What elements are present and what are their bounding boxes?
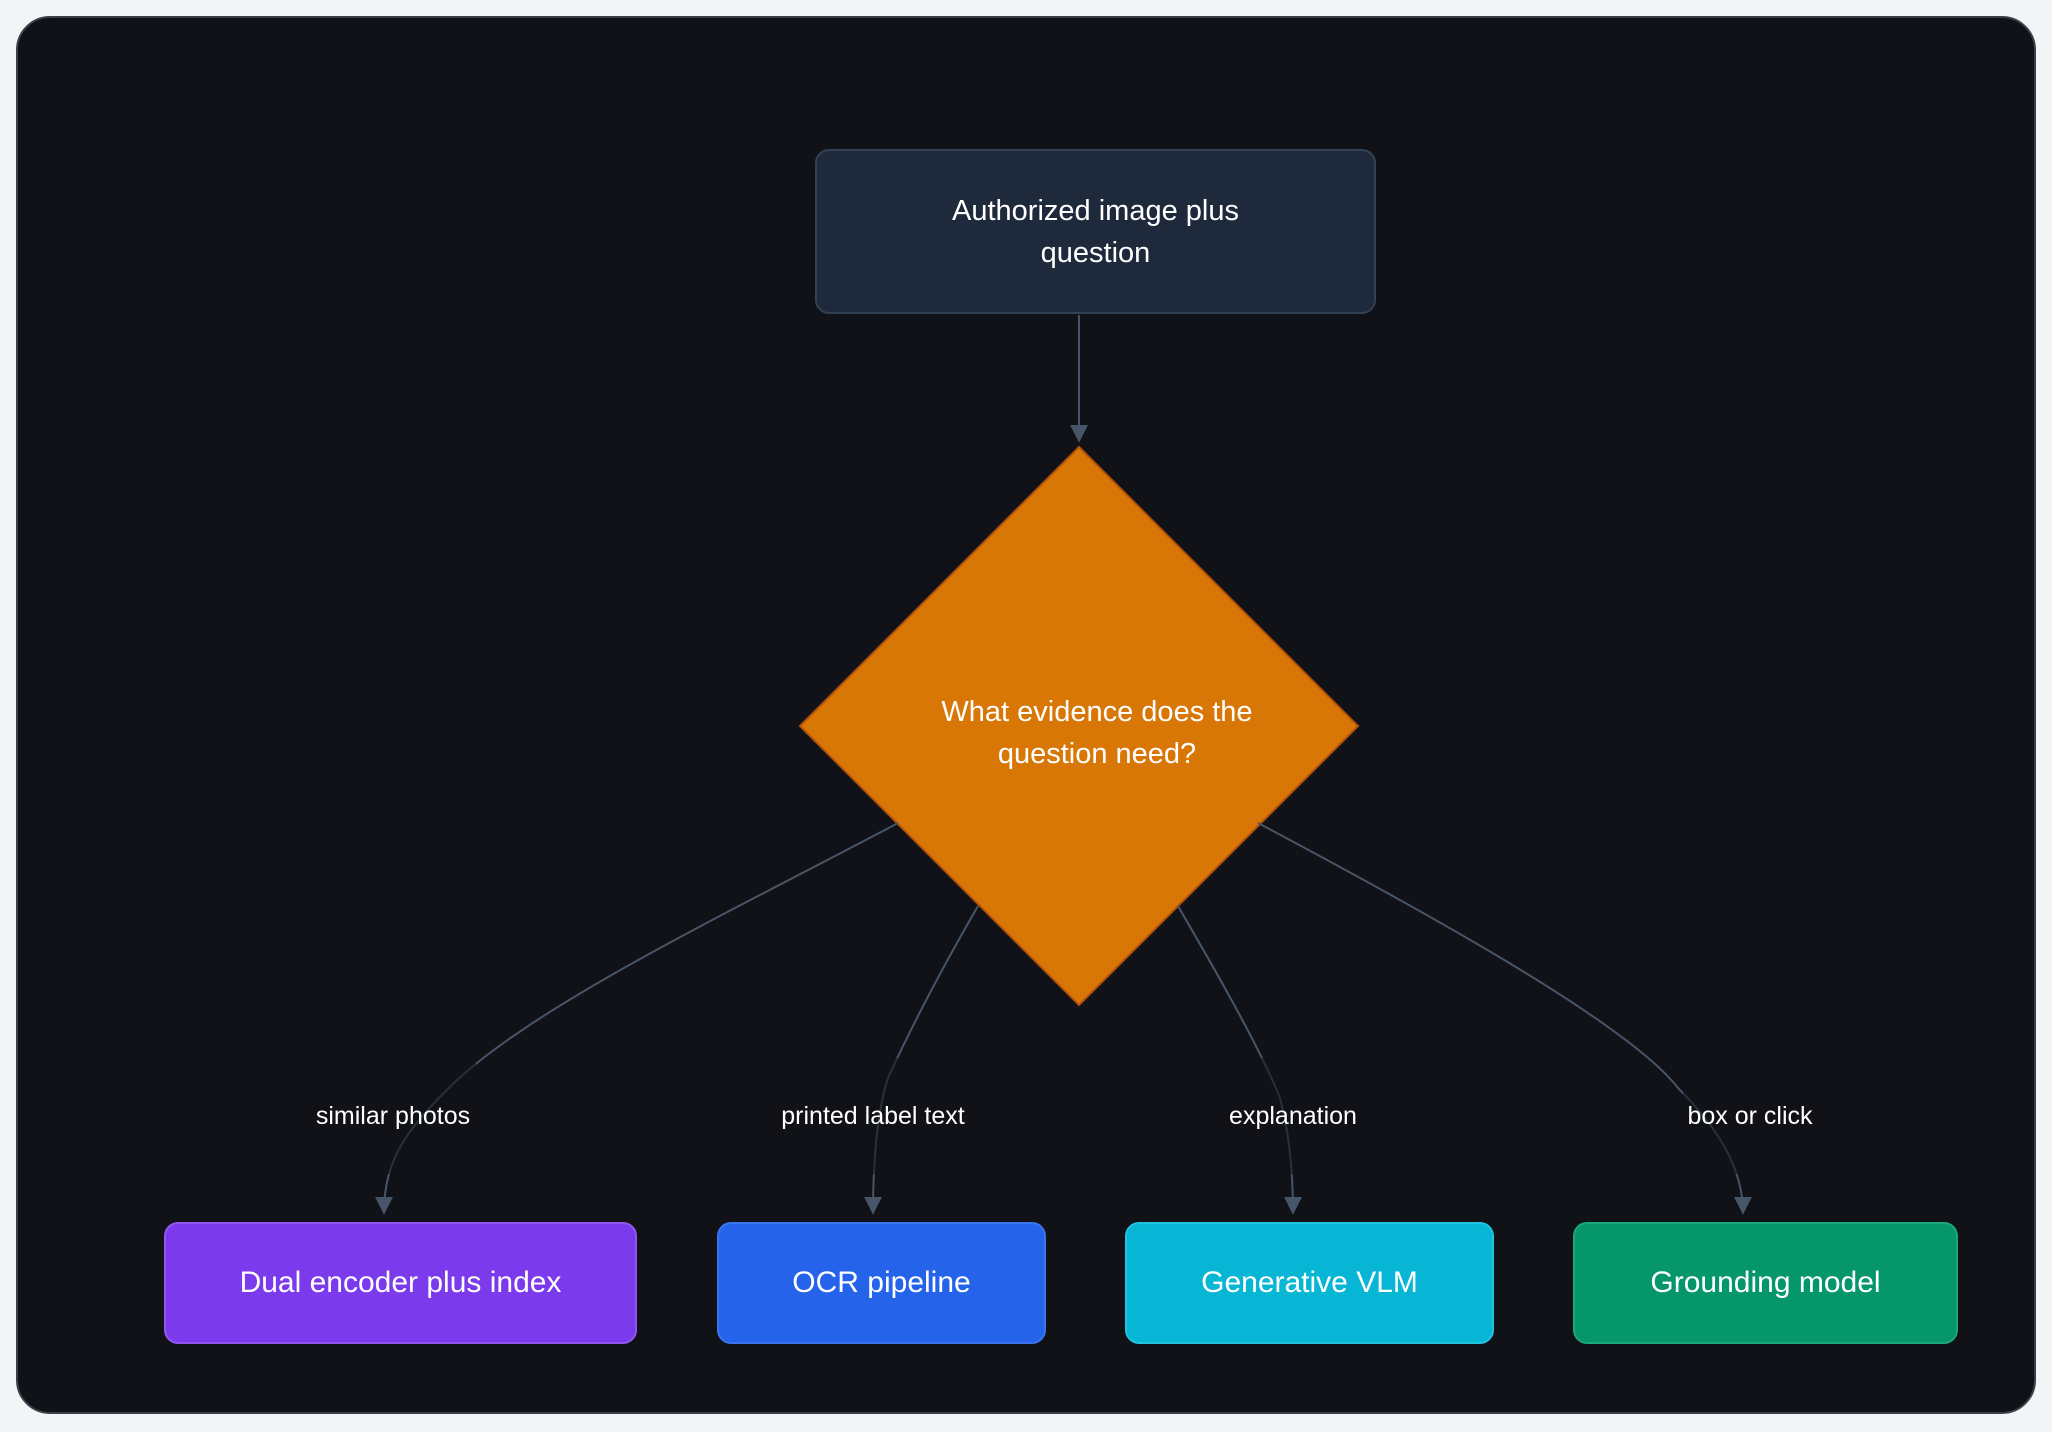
decision-node: What evidence does the question need?: [898, 668, 1296, 798]
start-node-label: Authorized image plus question: [952, 194, 1239, 269]
edge-label-box-or-click: box or click: [1683, 1058, 1817, 1174]
edge-label-similar-photos: similar photos: [310, 1058, 476, 1174]
edge-label-text: printed label text: [781, 1101, 965, 1130]
decision-node-label: What evidence does the question need?: [941, 696, 1253, 770]
edge-label-printed-label-text: printed label text: [772, 1058, 974, 1174]
node-label: Generative VLM: [1201, 1266, 1418, 1299]
diagram-canvas: Authorized image plus question What evid…: [16, 16, 2036, 1414]
node-ocr-pipeline: OCR pipeline: [717, 1222, 1046, 1344]
node-grounding-model: Grounding model: [1573, 1222, 1958, 1344]
edge-label-explanation: explanation: [1223, 1058, 1363, 1174]
node-label: Dual encoder plus index: [239, 1266, 562, 1299]
node-generative-vlm: Generative VLM: [1125, 1222, 1494, 1344]
node-label: OCR pipeline: [792, 1266, 971, 1299]
node-dual-encoder-plus-index: Dual encoder plus index: [164, 1222, 637, 1344]
decision-diamond: [798, 445, 1360, 1007]
node-label: Grounding model: [1650, 1266, 1881, 1299]
edge-label-text: explanation: [1229, 1101, 1357, 1130]
edge-label-text: similar photos: [315, 1101, 471, 1130]
edge-label-text: box or click: [1687, 1101, 1813, 1130]
start-node: Authorized image plus question: [815, 149, 1376, 314]
